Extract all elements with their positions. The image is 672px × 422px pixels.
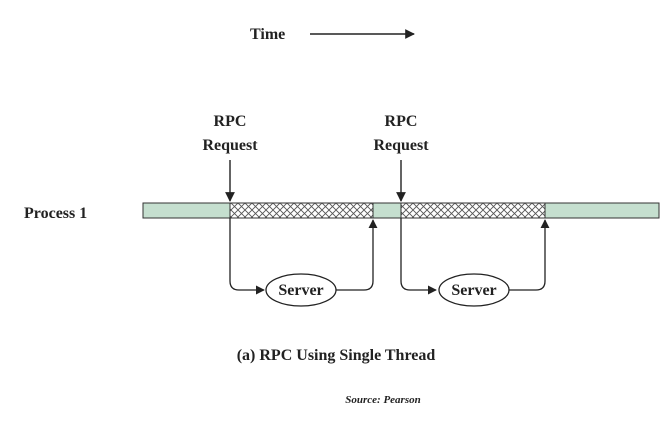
server-1-label: Server bbox=[278, 282, 323, 299]
server-2-label: Server bbox=[451, 282, 496, 299]
request-2-line1: RPC bbox=[385, 113, 418, 130]
source-credit: Source: Pearson bbox=[345, 394, 420, 406]
request-2-line2: Request bbox=[373, 137, 429, 154]
request-1-line2: Request bbox=[202, 137, 258, 154]
time-label: Time bbox=[250, 26, 285, 43]
request-1-line1: RPC bbox=[214, 113, 247, 130]
call-path-1 bbox=[229, 218, 265, 295]
return-path-1 bbox=[336, 219, 378, 291]
blocked-segment-1 bbox=[229, 202, 374, 219]
process-label: Process 1 bbox=[24, 205, 87, 222]
blocked-segment-2 bbox=[400, 202, 546, 219]
diagram-caption: (a) RPC Using Single Thread bbox=[237, 347, 436, 364]
call-path-2 bbox=[400, 218, 437, 295]
return-path-2 bbox=[509, 219, 550, 291]
